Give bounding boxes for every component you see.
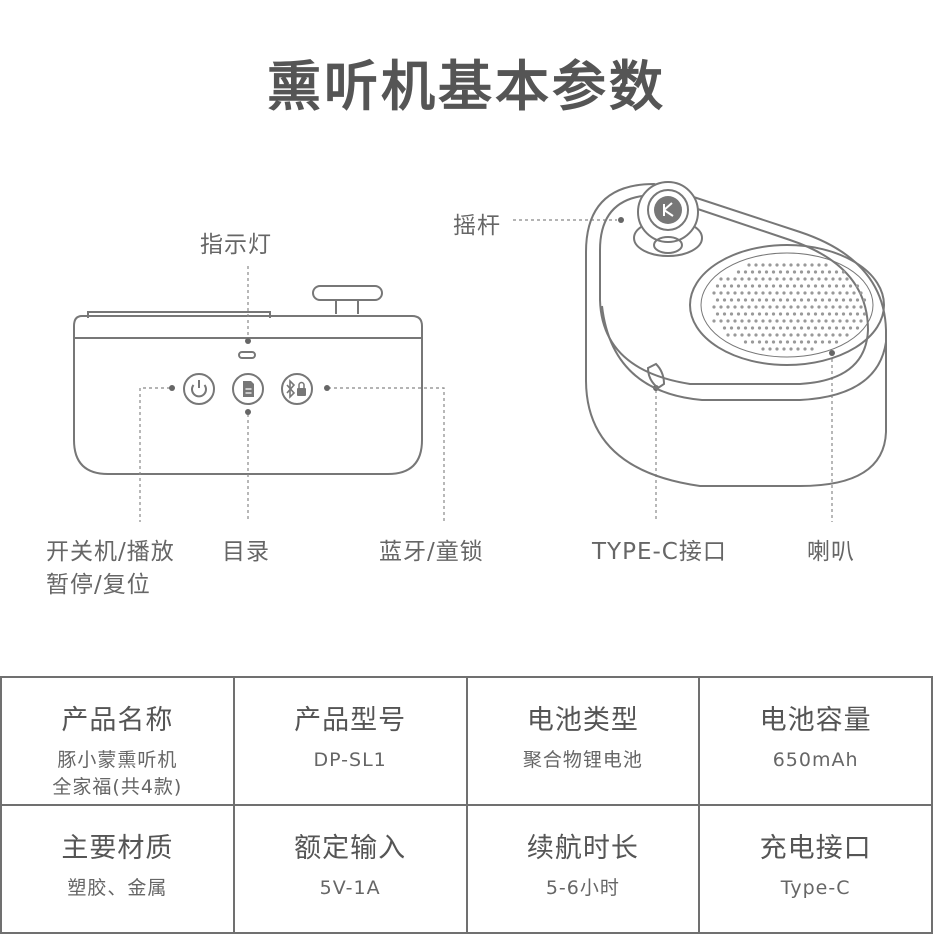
speaker-grille — [689, 244, 885, 366]
spec-value: 650mAh — [772, 749, 859, 771]
spec-cell: 额定输入 5V-1A — [232, 804, 468, 934]
spec-cell: 电池容量 650mAh — [698, 676, 933, 806]
label-catalog: 目录 — [222, 539, 270, 565]
table-row: 主要材质塑胶、金属 额定输入 5V-1A 续航时长 5-6小时 充电接口 Type-C — [0, 804, 933, 934]
page-title: 熏听机基本参数 — [267, 55, 666, 118]
label-power-line1: 开关机/播放 — [46, 539, 175, 565]
spec-title: 充电接口 — [759, 833, 872, 864]
spec-title: 主要材质 — [61, 833, 174, 864]
power-button — [183, 373, 215, 405]
indicator-light — [238, 351, 256, 359]
spec-cell: 充电接口 Type-C — [698, 804, 933, 934]
spec-cell: 续航时长 5-6小时 — [465, 804, 701, 934]
spec-title: 续航时长 — [526, 833, 639, 864]
spec-title: 电池容量 — [759, 705, 872, 736]
spec-value: Type-C — [780, 877, 851, 899]
spec-value: 聚合物锂电池 — [522, 749, 643, 771]
spec-title: 额定输入 — [294, 833, 407, 864]
label-indicator: 指示灯 — [200, 232, 272, 258]
spec-value: 塑胶、金属 — [67, 877, 168, 899]
label-speaker: 喇叭 — [807, 539, 855, 565]
spec-value-line: 豚小蒙熏听机 — [57, 749, 178, 771]
spec-cell: 产品名称豚小蒙熏听机全家福(共4款) — [0, 676, 235, 806]
spec-value: 5V-1A — [319, 877, 381, 899]
spec-title: 电池类型 — [526, 705, 639, 736]
side-view-device — [585, 181, 887, 487]
table-row: 产品名称豚小蒙熏听机全家福(共4款) 产品型号 DP-SL1 电池类型聚合物锂电池… — [0, 676, 933, 806]
label-typec: TYPE-C接口 — [592, 539, 727, 565]
typec-port — [646, 362, 666, 390]
spec-value: 豚小蒙熏听机全家福(共4款) — [2, 747, 233, 801]
spec-title: 产品名称 — [61, 705, 174, 736]
spec-value-line: 全家福(共4款) — [52, 776, 183, 798]
spec-cell: 电池类型聚合物锂电池 — [465, 676, 701, 806]
product-diagram — [73, 181, 887, 522]
label-power-line2: 暂停/复位 — [46, 572, 151, 598]
label-rocker: 摇杆 — [453, 213, 501, 239]
spec-value: 5-6小时 — [545, 877, 620, 899]
speaker-holes — [712, 263, 867, 351]
spec-table: 产品名称豚小蒙熏听机全家福(共4款) 产品型号 DP-SL1 电池类型聚合物锂电池… — [0, 676, 933, 934]
bluetooth-button — [281, 373, 313, 405]
catalog-button — [232, 373, 264, 405]
label-bluetooth: 蓝牙/童锁 — [379, 539, 484, 565]
spec-title: 产品型号 — [294, 705, 407, 736]
spec-cell: 产品型号 DP-SL1 — [232, 676, 468, 806]
spec-cell: 主要材质塑胶、金属 — [0, 804, 235, 934]
spec-value: DP-SL1 — [313, 749, 387, 771]
